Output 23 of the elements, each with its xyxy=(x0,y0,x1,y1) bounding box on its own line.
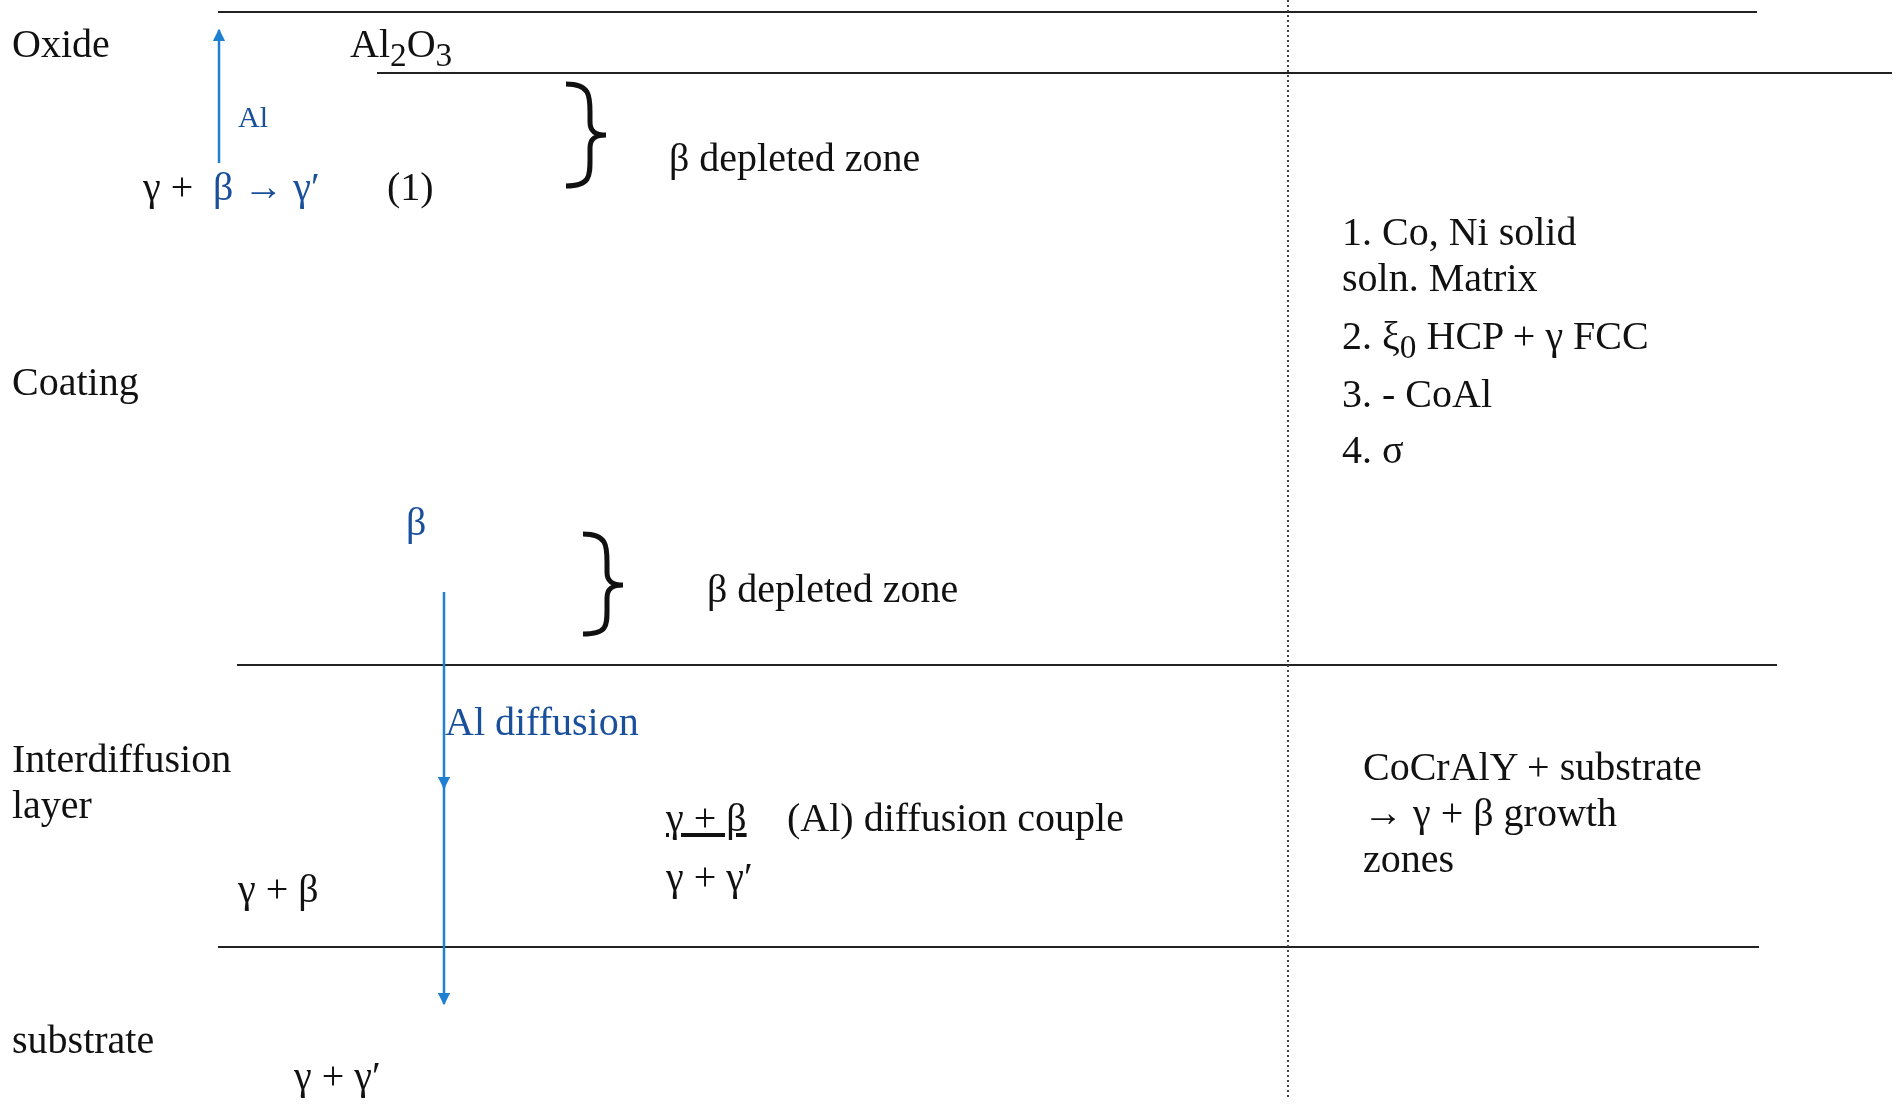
phase-label: γ + γ′ xyxy=(294,1053,381,1099)
equation-number: (1) xyxy=(387,164,434,210)
element-label: Al xyxy=(238,99,268,135)
list-item: 1. Co, Ni solid soln. Matrix xyxy=(1342,209,1578,301)
note-text: CoCrAlY + substrate → γ + β growth zones xyxy=(1363,744,1703,882)
zone-label: β depleted zone xyxy=(707,566,959,612)
phase-label: Al$_{2}$O$_{3}$ xyxy=(350,21,453,75)
phase-label: β xyxy=(406,499,427,545)
reaction-label: β → γ′ xyxy=(213,164,320,210)
layer-name: substrate xyxy=(12,1017,155,1063)
zone-label: β depleted zone xyxy=(669,135,921,181)
layer-name: Oxide xyxy=(12,21,110,67)
diffusion-label: Al diffusion xyxy=(445,699,639,745)
list-item: 2. ξ$_{0}$ HCP + γ FCC xyxy=(1342,313,1649,367)
layer-name: Interdiffusion layer xyxy=(12,736,233,828)
layer-name: Coating xyxy=(12,359,139,405)
list-item: 4. σ xyxy=(1342,427,1404,473)
list-item: 3. - CoAl xyxy=(1342,371,1492,417)
phase-label: γ + β xyxy=(666,795,747,841)
couple-label: (Al) diffusion couple xyxy=(787,795,1124,841)
phase-label: γ + γ′ xyxy=(666,854,753,900)
reaction-label: γ + xyxy=(143,164,194,210)
phase-label: γ + β xyxy=(238,866,319,912)
